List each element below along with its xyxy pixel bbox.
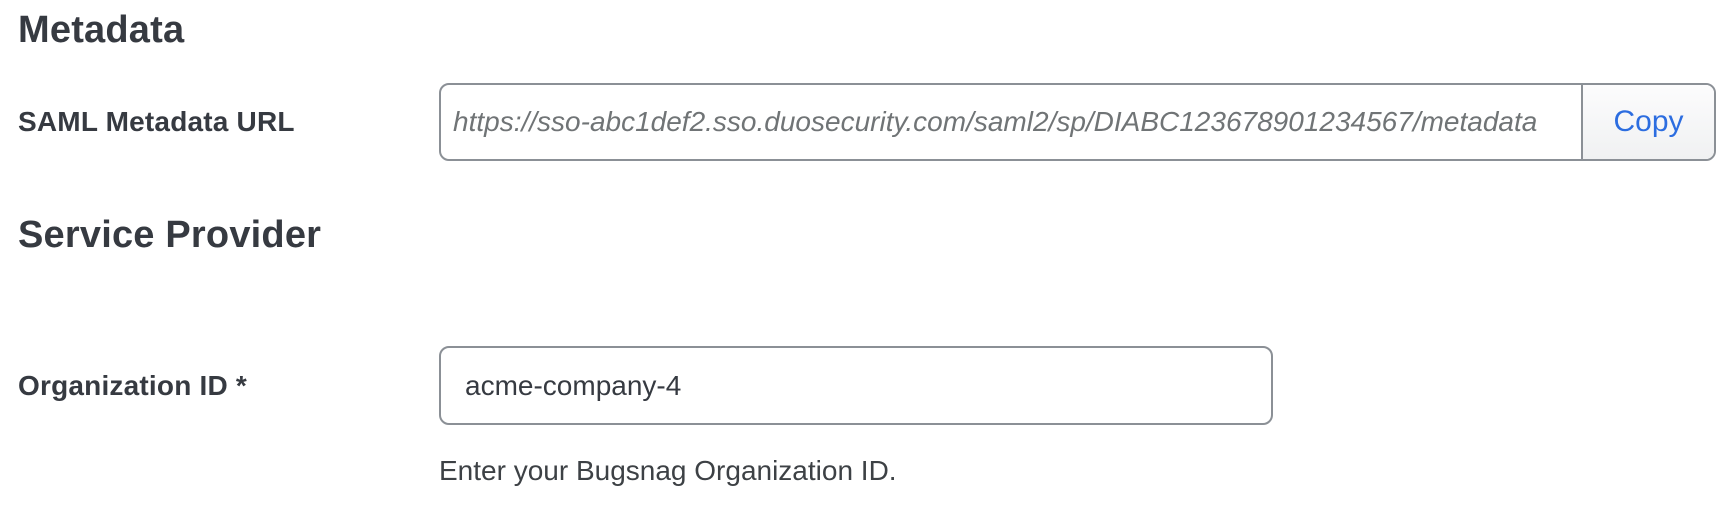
organization-id-help-text: Enter your Bugsnag Organization ID. (439, 455, 897, 486)
copy-button[interactable]: Copy (1581, 85, 1714, 159)
service-provider-section-title: Service Provider (18, 214, 322, 256)
organization-id-label: Organization ID * (18, 369, 247, 401)
saml-metadata-url-input[interactable] (441, 85, 1581, 159)
saml-metadata-url-label: SAML Metadata URL (18, 106, 295, 137)
saml-metadata-url-row: SAML Metadata URL Copy (0, 83, 1736, 161)
metadata-section-title: Metadata (18, 9, 185, 51)
saml-metadata-url-group: Copy (439, 83, 1716, 161)
organization-id-row: Organization ID * (0, 346, 1736, 425)
organization-id-input[interactable] (439, 346, 1273, 425)
